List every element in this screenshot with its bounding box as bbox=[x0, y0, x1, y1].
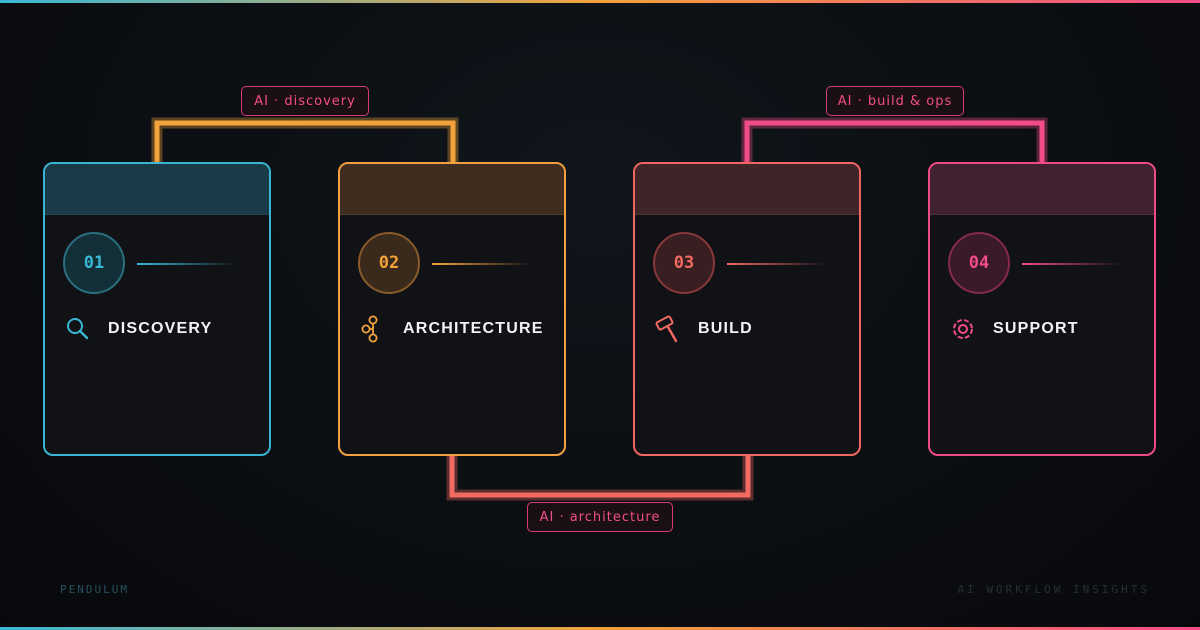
connector-label-architecture: AI · architecture bbox=[527, 502, 673, 532]
step-card-architecture: 02 ARCHITECTURE bbox=[338, 162, 566, 456]
nodes-icon bbox=[361, 315, 378, 343]
tagline-label: AI WORKFLOW INSIGHTS bbox=[957, 583, 1150, 596]
connector-build-ops-line bbox=[741, 117, 1048, 162]
search-icon bbox=[67, 318, 89, 340]
step-title: BUILD bbox=[698, 320, 753, 337]
step-card-discovery: 01 DISCOVERY bbox=[43, 162, 271, 456]
number-divider bbox=[137, 263, 237, 265]
step-card-build: 03 BUILD bbox=[633, 162, 861, 456]
card-header bbox=[930, 164, 1154, 215]
connector-label-discovery: AI · discovery bbox=[241, 86, 369, 116]
card-header bbox=[45, 164, 269, 215]
step-card-support: 04 SUPPORT bbox=[928, 162, 1156, 456]
step-number: 01 bbox=[63, 232, 125, 294]
connector-label-build-ops: AI · build & ops bbox=[826, 86, 964, 116]
hammer-icon bbox=[655, 315, 678, 343]
step-number: 04 bbox=[948, 232, 1010, 294]
step-title: DISCOVERY bbox=[108, 320, 213, 337]
step-title: ARCHITECTURE bbox=[403, 320, 544, 337]
connector-architecture-line bbox=[446, 456, 754, 501]
number-divider bbox=[1022, 263, 1122, 265]
connector-discovery-line bbox=[151, 117, 459, 162]
brand-label: PENDULUM bbox=[60, 583, 129, 596]
lifebuoy-icon bbox=[953, 319, 973, 339]
card-header bbox=[635, 164, 859, 215]
step-number: 02 bbox=[358, 232, 420, 294]
top-gradient-bar bbox=[0, 0, 1200, 3]
step-title: SUPPORT bbox=[993, 320, 1079, 337]
number-divider bbox=[432, 263, 532, 265]
bottom-gradient-bar bbox=[0, 627, 1200, 630]
step-number: 03 bbox=[653, 232, 715, 294]
card-header bbox=[340, 164, 564, 215]
number-divider bbox=[727, 263, 827, 265]
